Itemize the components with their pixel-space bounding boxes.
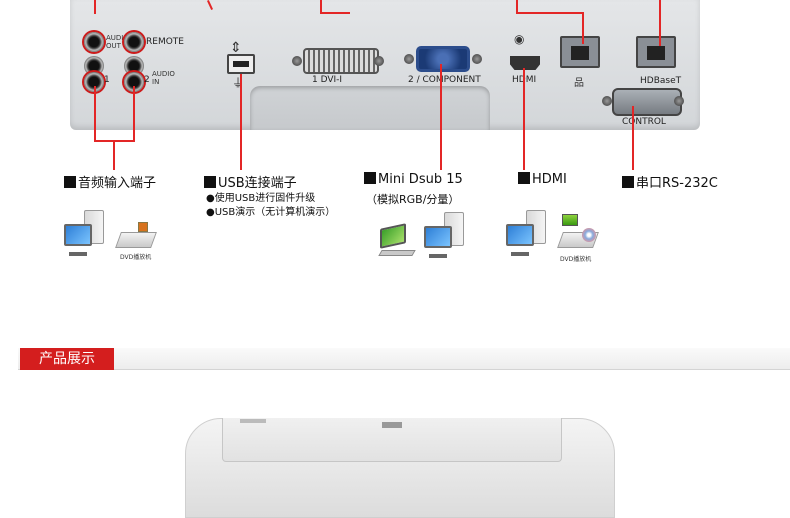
hdbaset-label: HDBaseT <box>640 76 682 86</box>
laptop-icon <box>380 223 406 249</box>
remote-label: REMOTE <box>146 37 184 47</box>
dvd-caption-1: DVD播放机 <box>120 254 152 261</box>
dvi-screw-left <box>292 56 302 66</box>
disc-icon-2 <box>582 228 596 242</box>
pointer-line-audio-left <box>94 86 96 142</box>
dvi-port <box>303 48 379 74</box>
db9-screw-right <box>674 96 684 106</box>
remote-jack <box>124 32 144 52</box>
pc-stand-icon-3 <box>511 252 529 256</box>
audio-in-2-label: 2 <box>144 75 150 85</box>
component-label: 2 / COMPONENT <box>408 75 481 85</box>
audio-in-jack-1-top <box>84 56 104 76</box>
audio-in-jack-2-top <box>124 56 144 76</box>
pc-monitor-icon-3 <box>506 224 534 246</box>
pointer-line-dvi-h <box>320 12 350 14</box>
audio-in-jack-1 <box>84 72 104 92</box>
mini-dsub-note: （模拟RGB/分量） <box>366 193 460 206</box>
hdmi-port <box>510 56 540 70</box>
audio-in-jack-2 <box>124 72 144 92</box>
section-header-bar <box>18 348 790 370</box>
db9-screw-left <box>602 96 612 106</box>
label-hdmi: HDMI <box>518 172 567 187</box>
panel-recess <box>250 86 490 130</box>
pc-monitor-icon-2 <box>424 226 452 248</box>
usb-symbol-icon: ⇕ <box>230 40 242 56</box>
pointer-line-lan-top <box>516 0 518 14</box>
label-mini-dsub: Mini Dsub 15 <box>364 172 463 187</box>
hdbaset-port <box>636 36 676 68</box>
pointer-line-audio-top <box>94 0 96 14</box>
pc-stand-icon-2 <box>429 254 447 258</box>
usb-port <box>227 54 255 74</box>
network-icon: 品 <box>574 78 584 89</box>
dvd-caption-2: DVD播放机 <box>560 256 592 263</box>
vga-screw-left <box>404 54 414 64</box>
pointer-line-hdmi <box>523 68 525 170</box>
hdmi-screw-icon: ◉ <box>514 32 525 46</box>
dvi-screw-right <box>374 56 384 66</box>
label-serial: 串口RS-232C <box>622 172 718 191</box>
pc-monitor-icon <box>64 224 92 246</box>
laptop-keyboard-icon <box>378 250 416 256</box>
usb-trident-icon: ⏚ <box>232 76 245 90</box>
section-title: 产品展示 <box>20 348 114 370</box>
pointer-line-hdbaset <box>659 0 661 46</box>
lan-port <box>560 36 600 68</box>
projector-vent <box>240 419 266 423</box>
dvd-player-icon <box>115 232 157 248</box>
pc-stand-icon <box>69 252 87 256</box>
pointer-line-lan-h <box>516 12 584 14</box>
audio-out-jack <box>84 32 104 52</box>
label-usb: USB连接端子 <box>204 172 297 191</box>
pointer-line-dvi-top <box>320 0 322 14</box>
pointer-line-audio <box>113 140 115 170</box>
serial-port <box>612 88 682 116</box>
disc-icon <box>138 222 148 232</box>
pointer-line-audio-right <box>133 86 135 142</box>
usb-note-1: ●使用USB进行固件升级 <box>206 193 316 204</box>
projector-logo <box>370 420 414 442</box>
vga-port <box>416 46 470 72</box>
pointer-line-lan <box>582 12 584 44</box>
dvi-label: 1 DVI-I <box>312 75 343 85</box>
usb-note-2: ●USB演示（无计算机演示） <box>206 207 336 218</box>
pointer-line-vga <box>440 64 442 170</box>
control-label: CONTROL <box>622 117 666 127</box>
label-audio-input: 音频输入端子 <box>64 172 156 191</box>
pointer-line-serial <box>632 106 634 170</box>
audio-in-1-label: 1 <box>104 75 110 85</box>
pointer-line-usb <box>240 74 242 170</box>
vga-screw-right <box>472 54 482 64</box>
dvd-screen-icon <box>562 214 578 226</box>
